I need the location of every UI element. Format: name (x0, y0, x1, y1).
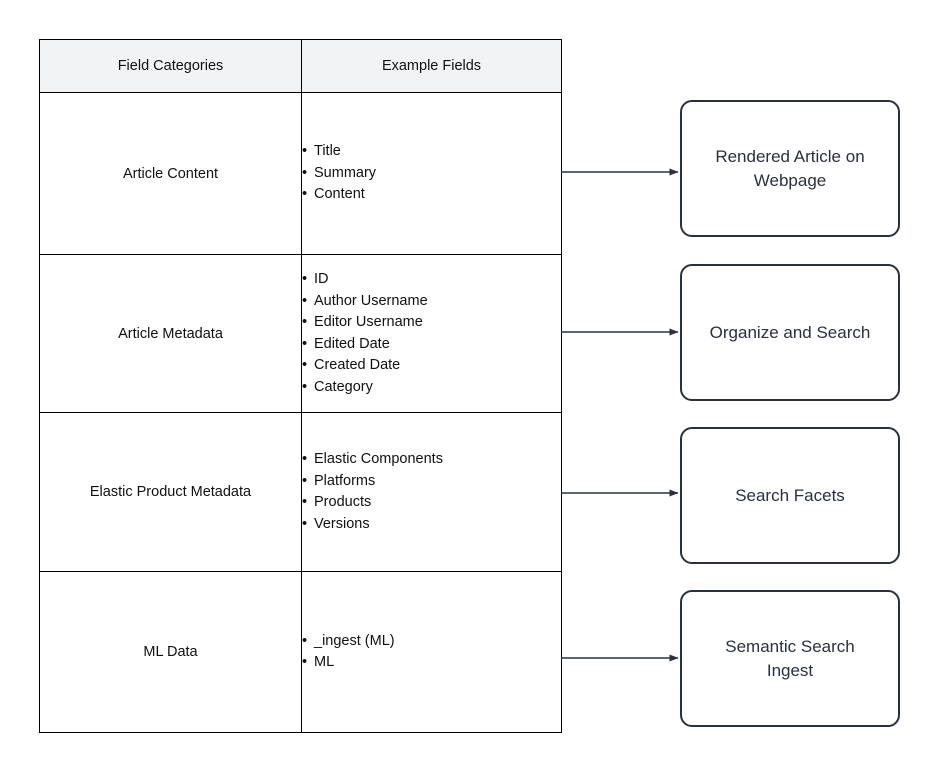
category-cell-article-metadata: Article Metadata (39, 254, 302, 413)
field-label: Author Username (314, 292, 428, 309)
example-fields-cell-ml-data: • _ingest (ML) • ML (301, 571, 562, 733)
list-item: • Versions (302, 514, 561, 536)
outcome-box-label: Search Facets (735, 485, 845, 505)
field-label: Editor Username (314, 314, 423, 330)
example-fields-cell-article-metadata: • ID • Author Username • Editor Username • E… (301, 254, 562, 413)
bullet-icon: • (302, 472, 308, 489)
list-item: • Platforms (302, 471, 561, 493)
table-row: Article Content • Title • Summary • Content (39, 92, 562, 255)
list-item: • Elastic Components (302, 449, 561, 471)
table-header-row: Field Categories Example Fields (39, 39, 562, 93)
bullet-icon: • (302, 186, 308, 203)
field-categories-table: Field Categories Example Fields Article … (39, 39, 562, 733)
field-label: Created Date (314, 357, 401, 373)
list-item: • Created Date (302, 355, 561, 377)
field-label: Elastic Components (314, 451, 443, 467)
field-label: _ingest (ML) (314, 632, 395, 649)
category-cell-article-content: Article Content (39, 92, 302, 255)
list-item: • Author Username (302, 291, 561, 313)
list-item: • Edited Date (302, 334, 561, 356)
list-item: • ID (302, 269, 561, 291)
table-row: Elastic Product Metadata • Elastic Compon… (39, 412, 562, 572)
list-item: • Products (302, 492, 561, 514)
bullet-icon: • (302, 451, 308, 467)
outcome-box-organize-and-search[interactable]: Organize and Search (680, 264, 900, 401)
field-label: ML (314, 654, 335, 670)
table-row: Article Metadata • ID • Author Username • E… (39, 254, 562, 413)
bullet-icon: • (302, 292, 308, 309)
list-item: • Summary (302, 163, 561, 185)
outcome-box-label: Semantic Search Ingest (725, 636, 855, 680)
list-item: • Title (302, 141, 561, 163)
list-item: • Editor Username (302, 312, 561, 334)
example-fields-list: • Title • Summary • Content (302, 141, 561, 206)
list-item: • Category (302, 377, 561, 399)
outcome-box-semantic-search-ingest[interactable]: Semantic Search Ingest (680, 590, 900, 727)
bullet-icon: • (302, 164, 308, 181)
field-label: Title (314, 143, 341, 160)
field-label: Content (314, 186, 365, 203)
category-cell-ml-data: ML Data (39, 571, 302, 733)
list-item: • ML (302, 652, 561, 674)
bullet-icon: • (302, 335, 308, 352)
example-fields-cell-article-content: • Title • Summary • Content (301, 92, 562, 255)
list-item: • Content (302, 184, 561, 206)
column-header-example-fields: Example Fields (301, 39, 562, 93)
field-label: Category (314, 378, 373, 395)
table-body: Article Content • Title • Summary • Content… (39, 92, 562, 733)
field-label: Platforms (314, 472, 376, 489)
bullet-icon: • (302, 515, 308, 532)
field-label: Versions (314, 515, 370, 532)
bullet-icon: • (302, 143, 308, 160)
bullet-icon: • (302, 271, 308, 287)
field-label: Products (314, 494, 372, 510)
table-row: ML Data • _ingest (ML) • ML (39, 571, 562, 733)
category-cell-elastic-product-metadata: Elastic Product Metadata (39, 412, 302, 572)
outcome-box-label: Organize and Search (709, 322, 871, 342)
example-fields-cell-elastic-product-metadata: • Elastic Components • Platforms • Products… (301, 412, 562, 572)
bullet-icon: • (302, 494, 308, 510)
field-label: Edited Date (314, 335, 390, 352)
outcome-box-rendered-article-on-webpage[interactable]: Rendered Article on Webpage (680, 100, 900, 237)
example-fields-list: • _ingest (ML) • ML (302, 631, 561, 674)
outcome-box-label: Rendered Article on Webpage (715, 146, 865, 190)
bullet-icon: • (302, 378, 308, 395)
example-fields-list: • ID • Author Username • Editor Username • E… (302, 269, 561, 398)
bullet-icon: • (302, 314, 308, 330)
column-header-field-categories: Field Categories (39, 39, 302, 93)
bullet-icon: • (302, 654, 308, 670)
field-label: ID (314, 271, 329, 287)
list-item: • _ingest (ML) (302, 631, 561, 653)
outcome-box-search-facets[interactable]: Search Facets (680, 427, 900, 564)
bullet-icon: • (302, 632, 308, 649)
example-fields-list: • Elastic Components • Platforms • Products… (302, 449, 561, 535)
bullet-icon: • (302, 357, 308, 373)
field-label: Summary (314, 164, 377, 181)
